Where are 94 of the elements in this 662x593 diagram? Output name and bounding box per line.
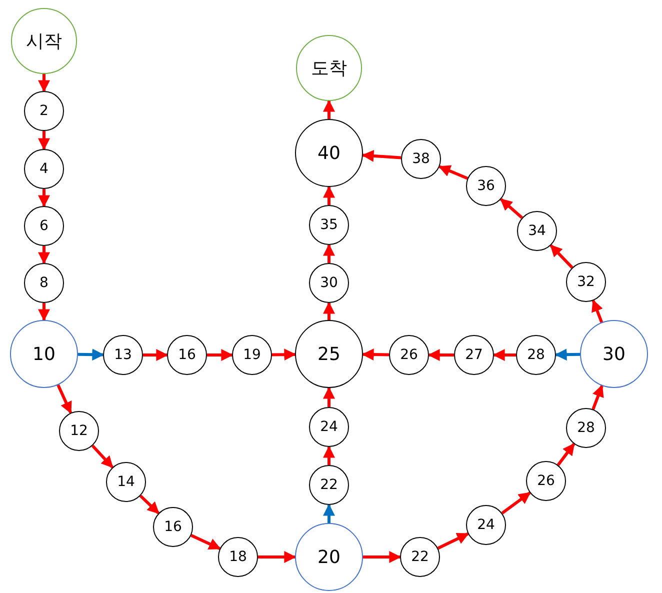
arrow bbox=[78, 348, 104, 361]
step-circle bbox=[309, 465, 349, 505]
step-circle bbox=[24, 206, 64, 246]
step-label: 10 bbox=[32, 344, 56, 364]
arrow bbox=[323, 504, 335, 523]
step-circle bbox=[401, 139, 441, 179]
step-circle bbox=[218, 537, 258, 577]
step-circle bbox=[309, 263, 349, 303]
arrow bbox=[38, 246, 50, 264]
step-circle bbox=[566, 262, 606, 302]
arrow bbox=[38, 189, 50, 208]
step-label: 30 bbox=[602, 344, 626, 364]
step-label: 16 bbox=[178, 347, 196, 363]
arrow bbox=[438, 165, 468, 180]
step-label: 14 bbox=[117, 474, 135, 490]
step-label: 도착 bbox=[311, 57, 347, 80]
arrow bbox=[139, 494, 160, 514]
arrow bbox=[323, 186, 335, 205]
arrow bbox=[38, 131, 50, 150]
step-circle bbox=[466, 166, 506, 206]
arrow bbox=[38, 303, 50, 322]
step-circle bbox=[400, 537, 440, 577]
step-circle bbox=[309, 407, 349, 447]
arrow bbox=[428, 349, 454, 361]
arrow bbox=[492, 349, 516, 361]
step-circle bbox=[454, 335, 494, 375]
step-circle bbox=[526, 461, 566, 501]
arrow bbox=[437, 532, 470, 550]
step-label: 22 bbox=[320, 477, 338, 493]
step-label: 12 bbox=[70, 423, 88, 439]
arrow bbox=[38, 74, 50, 92]
step-circle bbox=[232, 335, 272, 375]
arrow bbox=[323, 100, 335, 119]
arrow bbox=[91, 444, 114, 468]
step-label: 6 bbox=[40, 218, 48, 234]
arrow bbox=[143, 349, 168, 361]
step-label: 35 bbox=[320, 217, 338, 233]
step-circle bbox=[106, 462, 146, 502]
step-circle bbox=[309, 205, 349, 245]
arrow bbox=[323, 302, 335, 320]
step-label: 16 bbox=[164, 519, 182, 535]
step-circle bbox=[466, 505, 506, 545]
step-label: 8 bbox=[40, 275, 48, 291]
step-label: 18 bbox=[229, 549, 247, 565]
arrow bbox=[323, 244, 335, 263]
step-label: 4 bbox=[40, 161, 48, 177]
step-circle bbox=[24, 91, 64, 131]
step-circle bbox=[517, 211, 557, 251]
arrow bbox=[323, 386, 335, 407]
step-label: 시작 bbox=[26, 30, 62, 53]
step-circle bbox=[516, 335, 556, 375]
step-label: 26 bbox=[400, 347, 418, 363]
step-label: 40 bbox=[318, 142, 340, 164]
step-label: 2 bbox=[40, 103, 48, 119]
arrow bbox=[362, 348, 390, 361]
step-circle bbox=[103, 335, 143, 375]
arrow bbox=[362, 150, 402, 162]
arrow bbox=[556, 443, 576, 466]
step-label: 34 bbox=[528, 223, 546, 239]
arrow bbox=[56, 384, 72, 414]
step-label: 30 bbox=[320, 275, 338, 291]
arrow bbox=[190, 534, 221, 550]
arrow bbox=[592, 300, 604, 323]
step-label: 32 bbox=[577, 274, 595, 290]
arrow bbox=[500, 198, 523, 219]
arrow bbox=[272, 348, 296, 361]
step-label: 36 bbox=[477, 178, 495, 194]
step-circle bbox=[389, 335, 429, 375]
step-label: 27 bbox=[465, 347, 483, 363]
arrow bbox=[550, 244, 574, 269]
arrow bbox=[554, 348, 580, 361]
step-circle bbox=[167, 335, 207, 375]
step-circle bbox=[153, 507, 193, 547]
step-label: 13 bbox=[114, 347, 132, 363]
step-circle bbox=[24, 263, 64, 303]
step-label: 22 bbox=[411, 549, 429, 565]
step-circle bbox=[24, 149, 64, 189]
step-label: 28 bbox=[527, 347, 545, 363]
step-label: 28 bbox=[577, 420, 595, 436]
step-label: 24 bbox=[320, 419, 338, 435]
step-label: 25 bbox=[318, 344, 340, 364]
step-circle bbox=[566, 408, 606, 448]
step-label: 26 bbox=[537, 473, 555, 489]
step-label: 20 bbox=[318, 546, 340, 568]
arrow bbox=[207, 349, 234, 361]
step-label: 19 bbox=[243, 347, 261, 363]
arrow bbox=[501, 492, 531, 514]
arrow bbox=[323, 446, 335, 465]
step-circle bbox=[59, 411, 99, 451]
arrow bbox=[258, 551, 296, 563]
arrow bbox=[363, 551, 402, 563]
step-label: 24 bbox=[477, 517, 495, 533]
step-label: 38 bbox=[412, 151, 430, 167]
arrow bbox=[592, 384, 604, 410]
